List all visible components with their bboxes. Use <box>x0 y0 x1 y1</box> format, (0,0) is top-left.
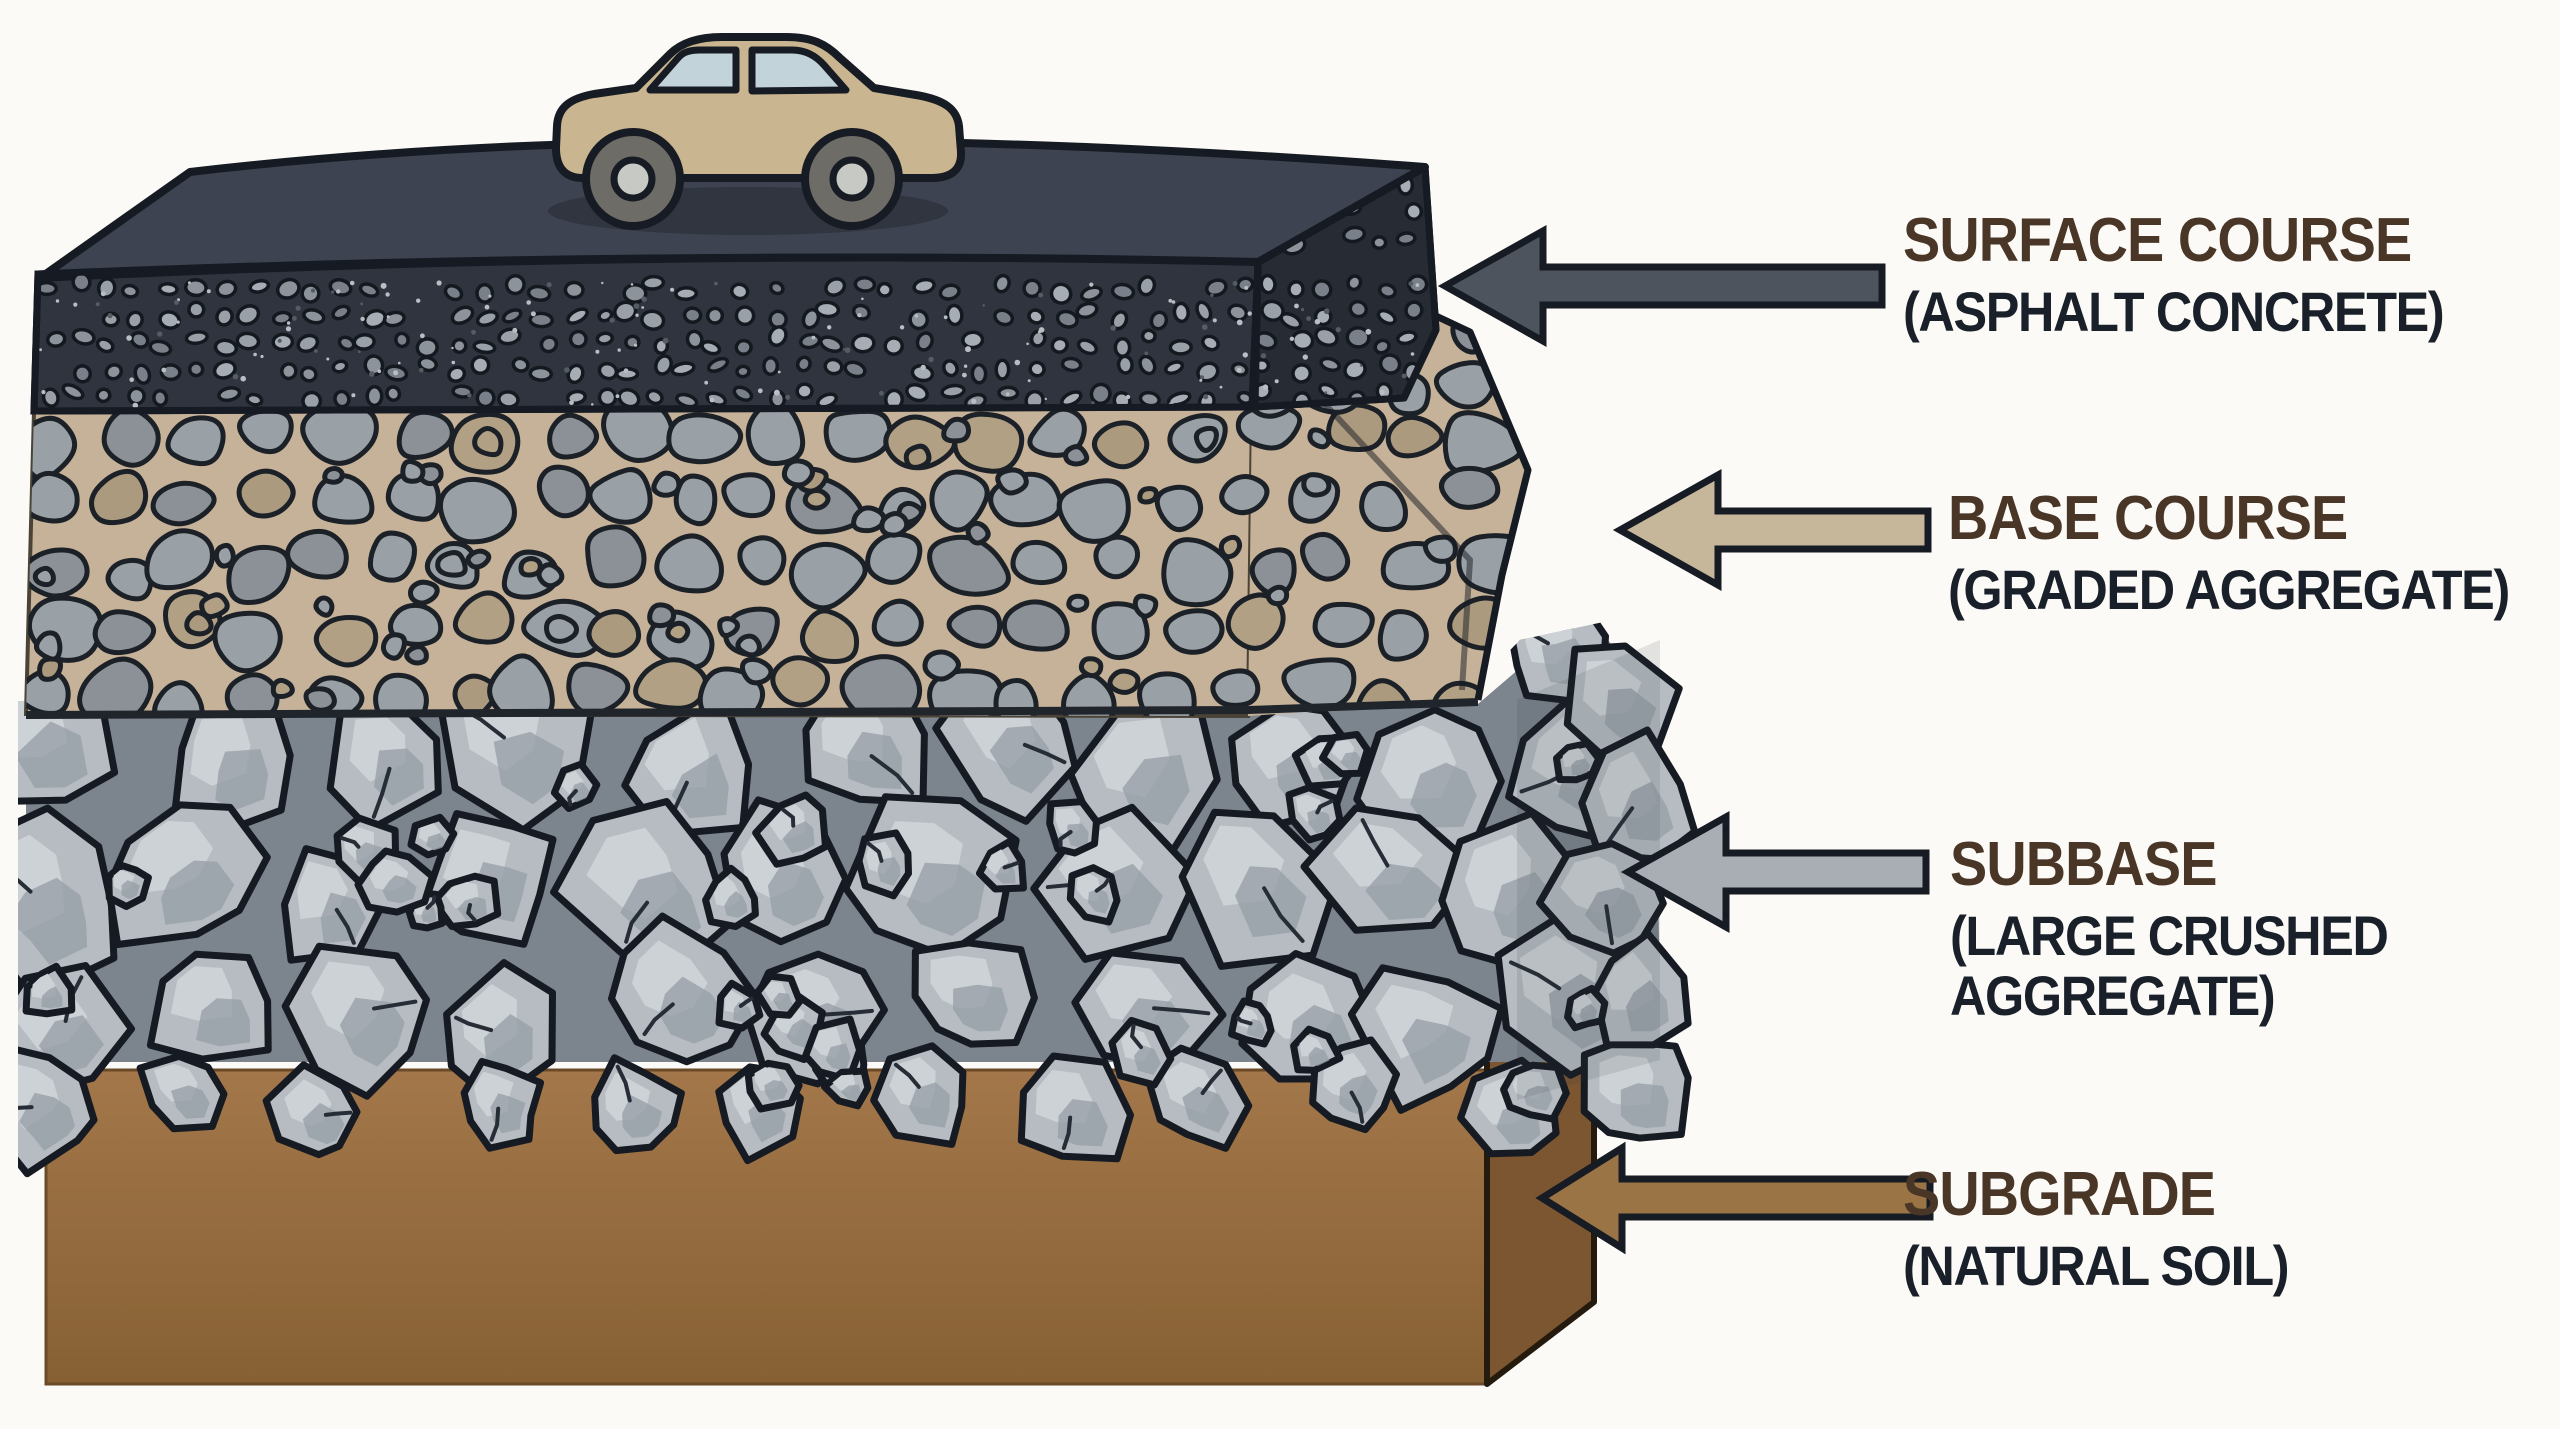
car-front-window <box>748 46 850 95</box>
callout-surface-course: SURFACE COURSE (ASPHALT CONCRETE) <box>1903 206 2445 343</box>
car-rear-window <box>646 46 740 94</box>
callout-title: SUBGRADE <box>1903 1160 2216 1229</box>
callout-title: SURFACE COURSE <box>1903 206 2412 275</box>
callout-subtitle: (LARGE CRUSHED <box>1950 904 2389 967</box>
callout-subtitle: AGGREGATE) <box>1950 964 2276 1028</box>
subbase-arrow-icon <box>1620 811 1930 933</box>
callout-subtitle: (NATURAL SOIL) <box>1903 1234 2290 1297</box>
base-course-layer <box>23 312 1532 719</box>
base-course-arrow-icon <box>1612 469 1932 591</box>
callout-title: SUBBASE <box>1950 830 2217 899</box>
callout-subgrade: SUBGRADE (NATURAL SOIL) <box>1903 1160 2290 1297</box>
callout-base-course: BASE COURSE (GRADED AGGREGATE) <box>1948 484 2510 621</box>
subgrade-arrow-icon <box>1535 1141 1934 1255</box>
callout-subtitle: (GRADED AGGREGATE) <box>1948 558 2510 621</box>
callout-subtitle: (ASPHALT CONCRETE) <box>1903 280 2445 343</box>
callout-subbase: SUBBASE (LARGE CRUSHED AGGREGATE) <box>1950 830 2389 1028</box>
car-icon <box>548 33 965 235</box>
surface-course-arrow-icon <box>1437 225 1886 347</box>
callout-title: BASE COURSE <box>1948 484 2348 553</box>
